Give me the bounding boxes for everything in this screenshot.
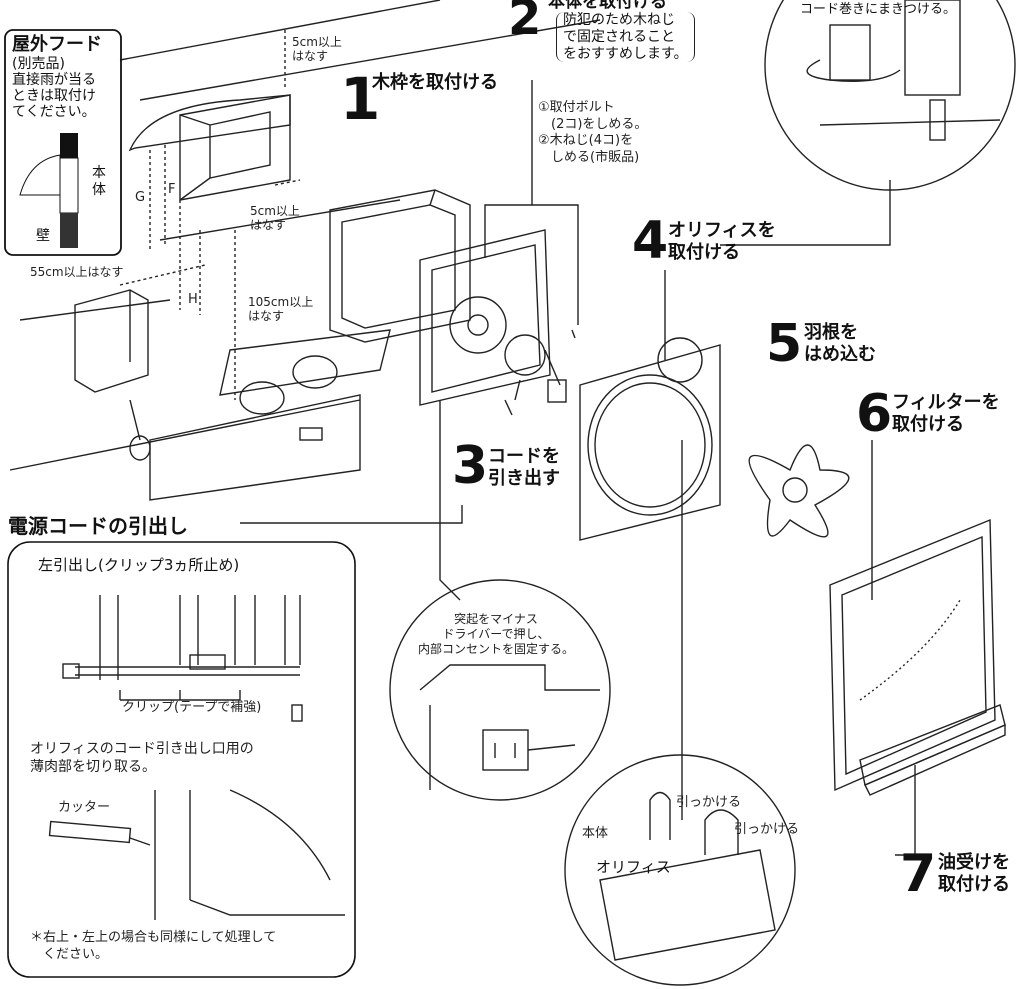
clearance-left: 55cm以上はなす bbox=[30, 265, 124, 279]
wall-opening bbox=[179, 94, 291, 201]
step-2-note: 防犯のため木ねじ で固定されること をおすすめします。 bbox=[556, 12, 695, 63]
dim-h-label: H bbox=[188, 292, 198, 307]
step-7-number: 7 bbox=[900, 844, 937, 904]
filter-panel bbox=[829, 518, 996, 792]
clearance-side: 5cm以上 はなす bbox=[250, 204, 300, 232]
step-4-label: オリフィスを 取付ける bbox=[668, 220, 776, 263]
step-4-number: 4 bbox=[632, 211, 669, 271]
hood-description: (別売品) 直接雨が当る ときは取付け てください。 bbox=[12, 56, 96, 121]
cord-wrap-detail bbox=[764, 0, 1016, 191]
leader-lines bbox=[240, 80, 916, 856]
step-5-number: 5 bbox=[766, 314, 803, 374]
cutter-label: カッター bbox=[58, 800, 111, 815]
step-2-number: 2 bbox=[508, 0, 542, 46]
step-5-label: 羽根を はめ込む bbox=[804, 322, 876, 365]
hook-label-1: 引っかける bbox=[676, 795, 742, 810]
dim-f-label: F bbox=[168, 182, 176, 197]
left-pull-heading: 左引出し(クリップ3ヵ所止め) bbox=[38, 556, 240, 574]
fan-body bbox=[419, 229, 576, 416]
step-7-label: 油受けを 取付ける bbox=[938, 852, 1010, 895]
clearance-top: 5cm以上 はなす bbox=[292, 35, 342, 63]
step-6-number: 6 bbox=[856, 384, 893, 444]
cutter-drawing bbox=[48, 789, 345, 920]
step-3-label: コードを 引き出す bbox=[488, 446, 560, 489]
step-3-number: 3 bbox=[452, 436, 489, 496]
orifice-panel bbox=[579, 337, 721, 541]
hood-wall-label: 壁 bbox=[36, 228, 50, 244]
hook-label-2: 引っかける bbox=[734, 822, 800, 837]
step-1-label: 木枠を取付ける bbox=[372, 72, 498, 93]
wall-outline bbox=[9, 0, 601, 471]
hook-orifice-label: オリフィス bbox=[596, 858, 671, 876]
hood-title: 屋外フード bbox=[12, 34, 102, 55]
clearance-below: 105cm以上 はなす bbox=[248, 295, 314, 323]
stove bbox=[149, 329, 391, 501]
outlet-note: 突起をマイナス ドライバーで押し、 内部コンセントを固定する。 bbox=[418, 612, 575, 656]
hook-body-label: 本体 bbox=[582, 826, 609, 841]
clip-label: クリップ(テープで補強) bbox=[122, 700, 262, 715]
step-1-number: 1 bbox=[340, 65, 381, 133]
step-2-sub: ①取付ボルト (2コ)をしめる。 ②木ねじ(4コ)を しめる(市販品) bbox=[538, 100, 648, 165]
oil-tray bbox=[859, 704, 1006, 796]
footnote: ＊右上・左上の場合も同様にして処理して ください。 bbox=[30, 930, 277, 962]
hook-detail bbox=[564, 754, 796, 986]
cord-section-title: 電源コードの引出し bbox=[8, 514, 192, 539]
cord-pull-drawing bbox=[62, 595, 303, 722]
dim-g-label: G bbox=[135, 190, 146, 205]
step-6-label: フィルターを 取付ける bbox=[892, 392, 1000, 435]
outlet-detail bbox=[389, 579, 611, 801]
hood-panel-frame bbox=[4, 29, 122, 256]
step-2-label: 本体を取付ける bbox=[548, 0, 667, 12]
cut-note: オリフィスのコード引き出し口用の 薄肉部を切り取る。 bbox=[30, 741, 254, 776]
wall-socket-box bbox=[74, 289, 151, 461]
dimension-lines bbox=[119, 30, 301, 400]
hood-diagram-marks bbox=[19, 133, 79, 248]
cord-section-frame bbox=[7, 541, 356, 978]
hood-body-label: 本 体 bbox=[92, 165, 106, 198]
fan-blade bbox=[748, 444, 850, 538]
cord-wrap-note: コード巻きにまきつける。 bbox=[800, 2, 957, 17]
